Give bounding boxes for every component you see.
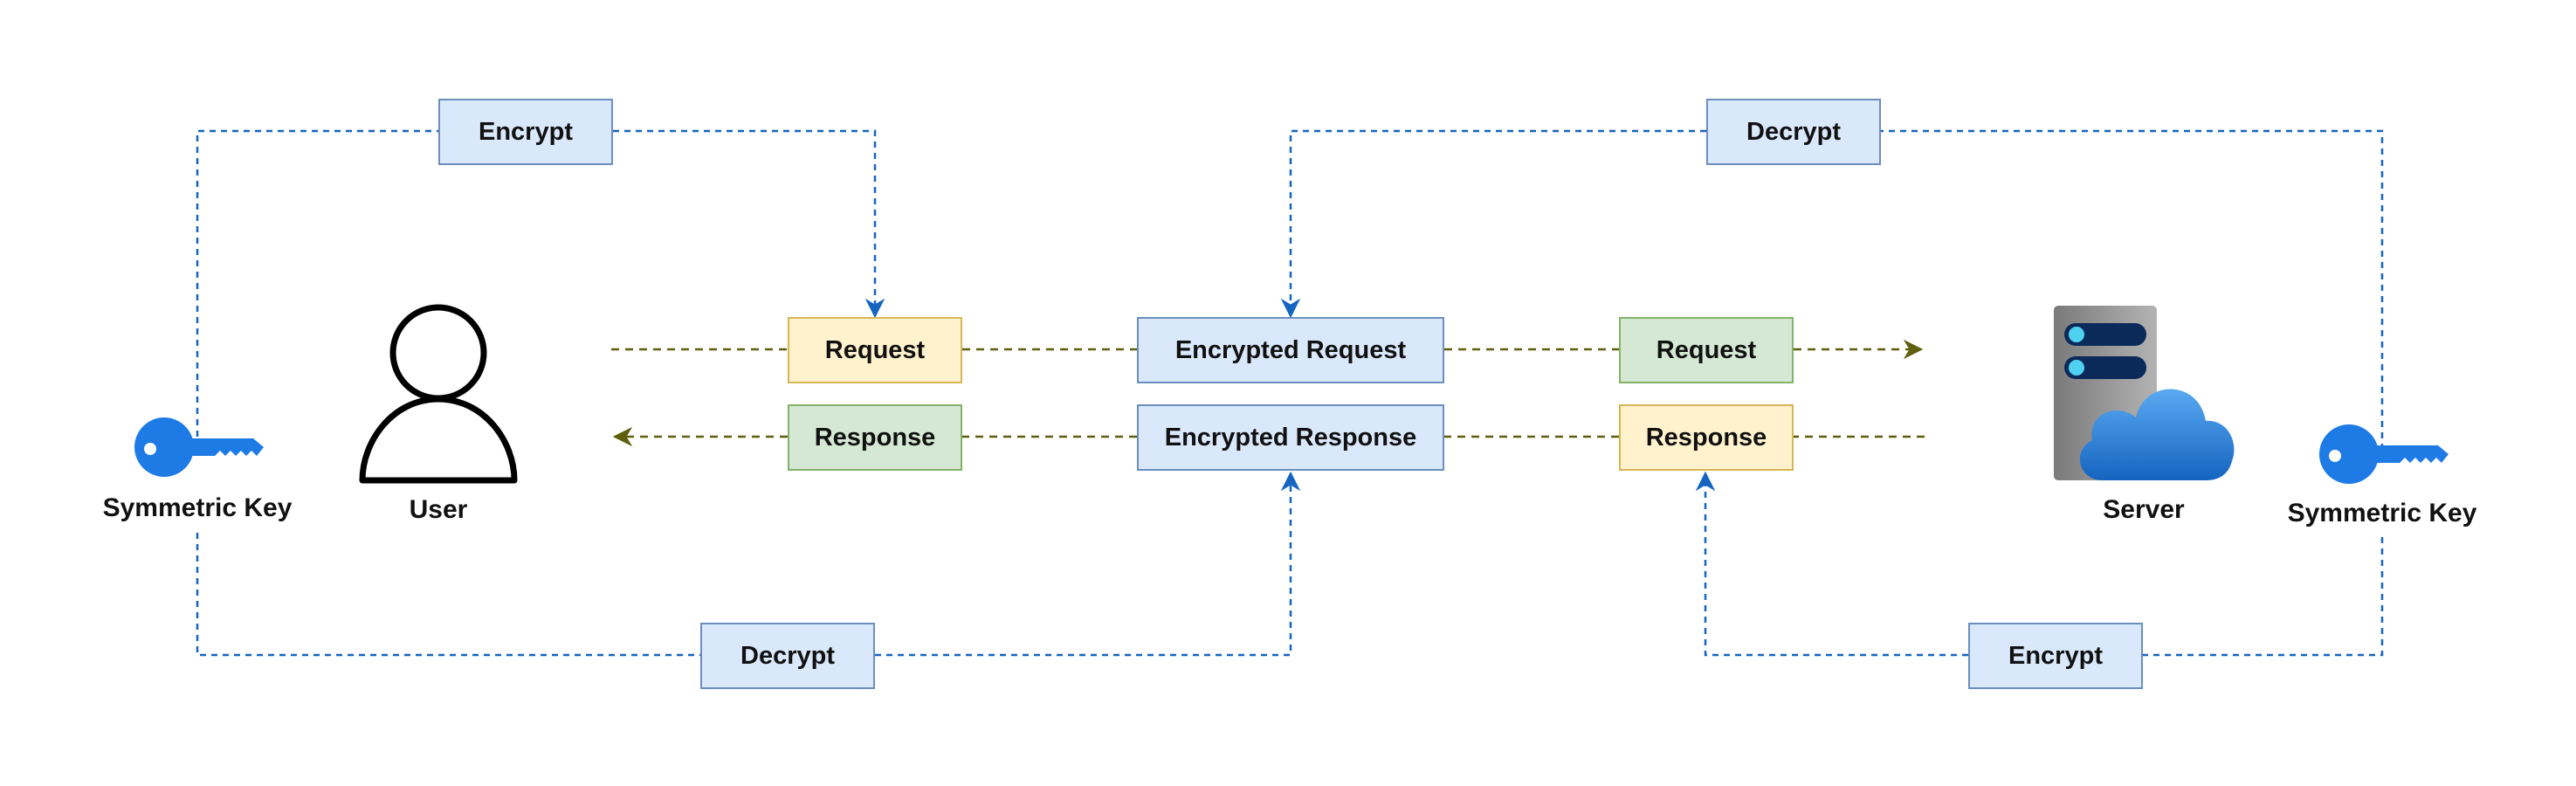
symmetric-key-label-right: Symmetric Key: [2287, 499, 2477, 527]
response-box-server: Response: [1619, 404, 1794, 471]
user-label: User: [409, 495, 468, 524]
key-left-to-encrypt-line: [196, 129, 438, 437]
server-label: Server: [2103, 495, 2185, 524]
encrypt-top-box: Encrypt: [438, 99, 613, 165]
key-left-to-decrypt-line: [196, 533, 700, 657]
encrypt-bottom-box: Encrypt: [1968, 623, 2143, 689]
user-icon: [359, 304, 518, 484]
decrypt-bottom-box: Decrypt: [700, 623, 875, 689]
response-box-user: Response: [788, 404, 962, 471]
key-icon: [2319, 424, 2449, 484]
encrypt-to-request-line: [613, 129, 885, 319]
request-box-server: Request: [1619, 317, 1794, 383]
decrypt-to-encrypted-response-line: [875, 471, 1301, 657]
key-right-to-decrypt-line: [1881, 129, 2384, 450]
encrypt-to-response-line: [1695, 471, 1968, 657]
encrypted-response-box: Encrypted Response: [1137, 404, 1444, 471]
key-icon: [134, 417, 264, 477]
decrypt-to-encrypted-request-line: [1280, 129, 1706, 319]
symmetric-key-label-left: Symmetric Key: [102, 493, 293, 522]
request-box-user: Request: [788, 317, 962, 383]
server-cloud-icon: [2054, 306, 2235, 480]
decrypt-top-box: Decrypt: [1706, 99, 1881, 165]
encrypted-request-box: Encrypted Request: [1137, 317, 1444, 383]
key-right-to-encrypt-line: [2143, 537, 2384, 657]
